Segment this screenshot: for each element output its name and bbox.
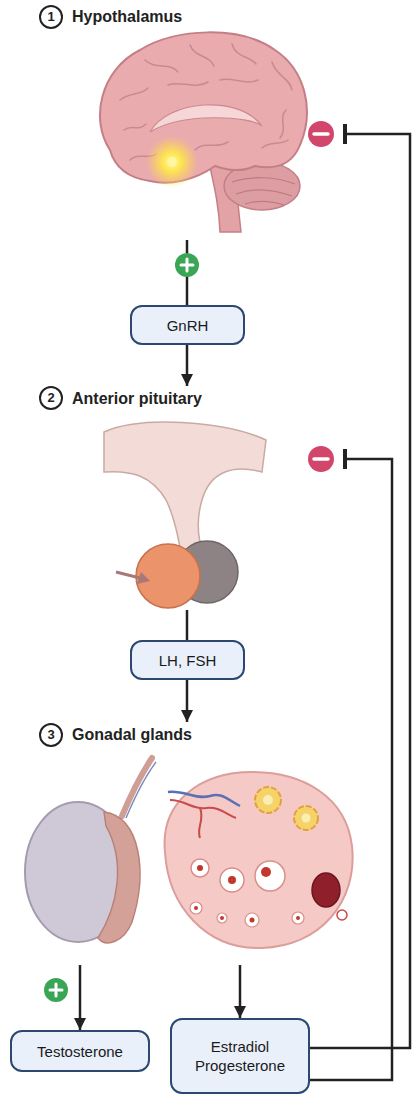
blood-vessel-red [170, 800, 236, 838]
minus-glyph [314, 132, 328, 136]
follicle [245, 913, 259, 927]
follicles [190, 859, 304, 927]
oocyte [261, 867, 271, 877]
spermatic-cord [122, 758, 152, 816]
pathway-arrow [186, 345, 189, 386]
follicle [255, 861, 285, 891]
hypothalamus-glow [146, 136, 198, 188]
gland-heading: Hypothalamus [72, 4, 345, 29]
gland-heading: Anterior pituitary [72, 386, 345, 411]
follicle [191, 859, 209, 877]
hormone-box: GnRH [130, 305, 245, 345]
ruptured-follicle [312, 873, 340, 907]
follicle [292, 912, 304, 924]
callout-number: 2 [39, 386, 63, 410]
cerebrum [100, 32, 307, 182]
follicle [217, 913, 227, 923]
hormone-box: LH, FSH [130, 640, 245, 680]
hypothalamus-spot [167, 157, 177, 167]
hormone-name: Testosterone [37, 1042, 123, 1061]
testis-illustration [25, 758, 156, 943]
plus-circle [175, 253, 199, 277]
pathway-arrow [186, 610, 189, 640]
oocyte [296, 916, 300, 920]
gland-region: Gonadal glands [15, 722, 360, 965]
minus-circle [308, 446, 334, 472]
gland-region: Hypothalamus [20, 4, 345, 240]
luteum-petal [294, 806, 318, 830]
oocyte [197, 865, 203, 871]
stimulation-sign [44, 978, 68, 1002]
luteum-core [302, 814, 311, 823]
hormone-box: Estradiol Progesterone [170, 1018, 310, 1094]
callout-number: 3 [39, 723, 63, 747]
feedback-line [310, 459, 392, 1080]
feedback-line [310, 134, 410, 1048]
plus-glyph [50, 984, 62, 996]
minus-glyph [314, 457, 328, 461]
oocyte [250, 918, 255, 923]
pointer-arrow-head [137, 572, 150, 584]
released-oocyte [337, 910, 347, 920]
pathway-arrow [79, 965, 82, 1030]
oocyte [220, 916, 224, 920]
plus-glyph [181, 259, 193, 271]
inhibition-sign [308, 121, 334, 147]
plus-circle [44, 978, 68, 1002]
hormone-name: LH, FSH [159, 651, 217, 670]
luteum-core [263, 795, 273, 805]
pathway-arrow [239, 965, 242, 1018]
corpus-callosum [150, 105, 262, 132]
hormone-box: Testosterone [10, 1030, 150, 1072]
oocyte [228, 876, 236, 884]
ovary-illustration [165, 772, 353, 948]
hormone-name: Estradiol Progesterone [182, 1037, 298, 1075]
cord-vessel [126, 762, 156, 818]
inhibition-sign [308, 446, 334, 472]
gland-region: Anterior pituitary [20, 386, 345, 610]
epididymis [98, 812, 140, 943]
blood-vessel-blue [168, 792, 240, 806]
cerebellum-folds [232, 178, 295, 205]
minus-circle [308, 121, 334, 147]
gland-heading: Gonadal glands [72, 722, 360, 747]
corpus-luteum [255, 787, 318, 830]
brain-illustration [100, 32, 307, 232]
hypothalamic-tissue [104, 422, 266, 558]
stimulation-sign [175, 253, 199, 277]
ovary [165, 772, 353, 948]
oocyte [194, 906, 198, 910]
hormone-name: GnRH [167, 316, 209, 335]
luteum-petal [255, 787, 281, 813]
pathway-arrow [186, 680, 189, 722]
callout-number: 1 [39, 5, 63, 29]
brain-gyri [120, 44, 292, 160]
pituitary-illustration [104, 422, 266, 608]
anterior-pituitary-lobe [136, 544, 200, 608]
follicle [190, 902, 202, 914]
pointer-arrow-line [116, 572, 140, 578]
follicle [220, 868, 244, 892]
